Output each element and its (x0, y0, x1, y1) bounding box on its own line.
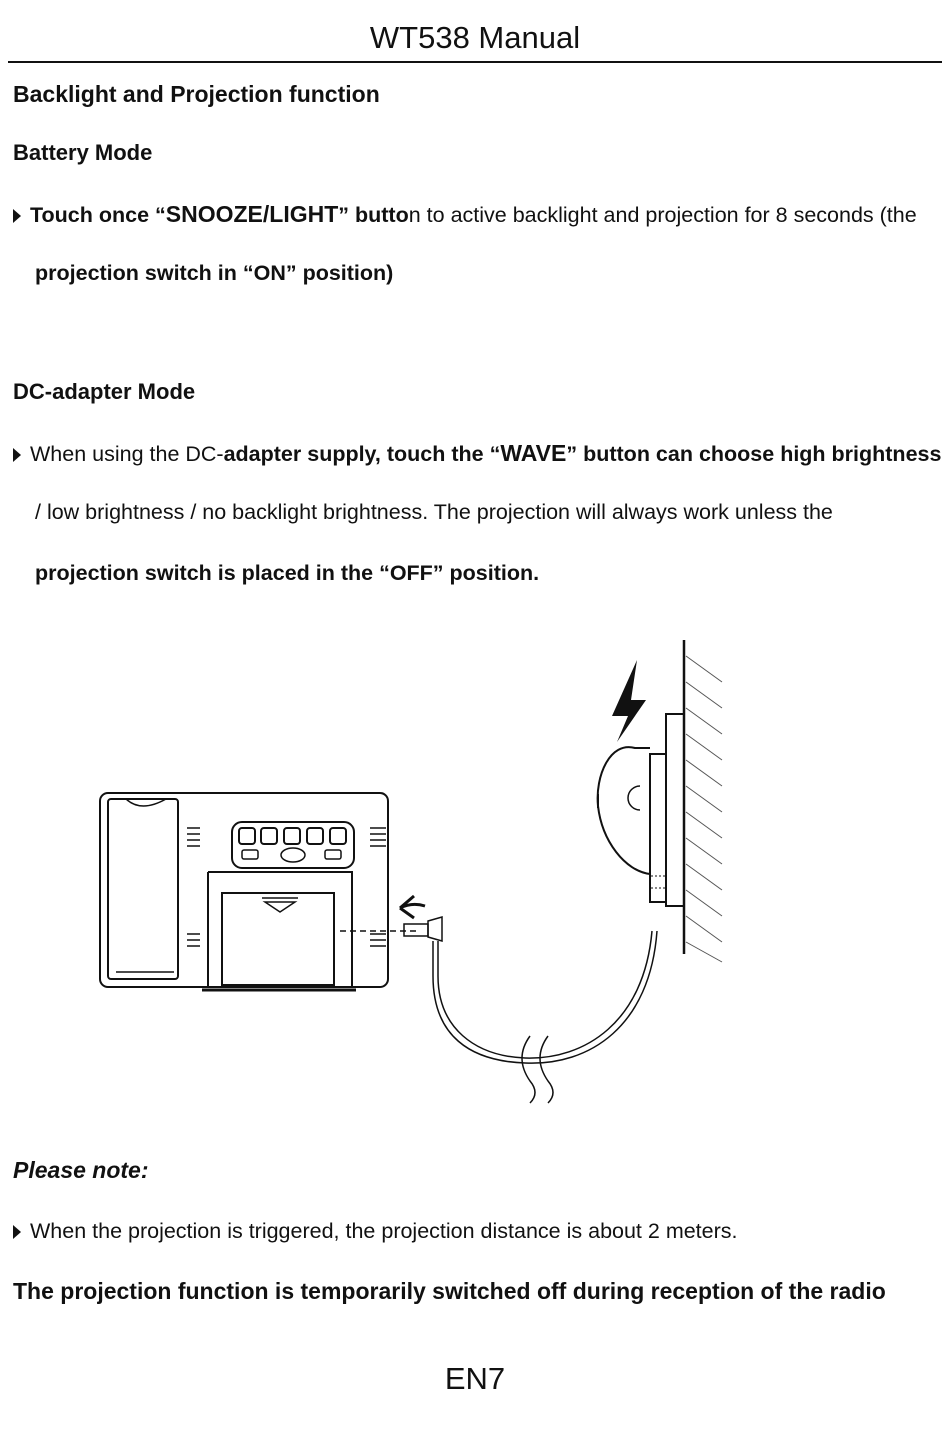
adapter-shell (596, 746, 651, 875)
bullet-icon (13, 448, 21, 462)
dc-adapter-illustration (99, 640, 723, 1104)
page-header: WT538 Manual (369, 20, 581, 55)
wall-hatching (685, 655, 723, 963)
note-line-1: When the projection is triggered, the pr… (13, 1219, 738, 1244)
battery-line-2: projection switch in “ON” position) (35, 261, 394, 285)
wave-key: WAVE (500, 440, 567, 466)
button-panel (231, 821, 355, 869)
note-title: Please note: (13, 1157, 149, 1183)
dc-line-2: / low brightness / no backlight brightne… (35, 500, 833, 524)
page-number: EN7 (444, 1361, 506, 1396)
dc-line-3: projection switch is placed in the “OFF”… (35, 561, 540, 585)
clock-body (99, 792, 389, 988)
battery-line-1: Touch once “SNOOZE/LIGHT” button to acti… (13, 201, 917, 228)
battery-mode-title: Battery Mode (13, 140, 153, 165)
bullet-icon (13, 1225, 21, 1239)
dc-line-1: When using the DC-adapter supply, touch … (13, 440, 941, 467)
header-rule (8, 61, 942, 63)
lightning-icon (612, 660, 646, 742)
clock-side-panel (107, 798, 179, 980)
adapter-body (649, 753, 667, 903)
vents-right (370, 827, 386, 947)
section-title: Backlight and Projection function (13, 81, 380, 107)
vents-left (187, 827, 200, 947)
bullet-icon (13, 209, 21, 223)
snooze-light-key: SNOOZE/LIGHT (165, 201, 339, 227)
note-line-2: The projection function is temporarily s… (13, 1278, 886, 1304)
dc-mode-title: DC-adapter Mode (13, 379, 196, 404)
